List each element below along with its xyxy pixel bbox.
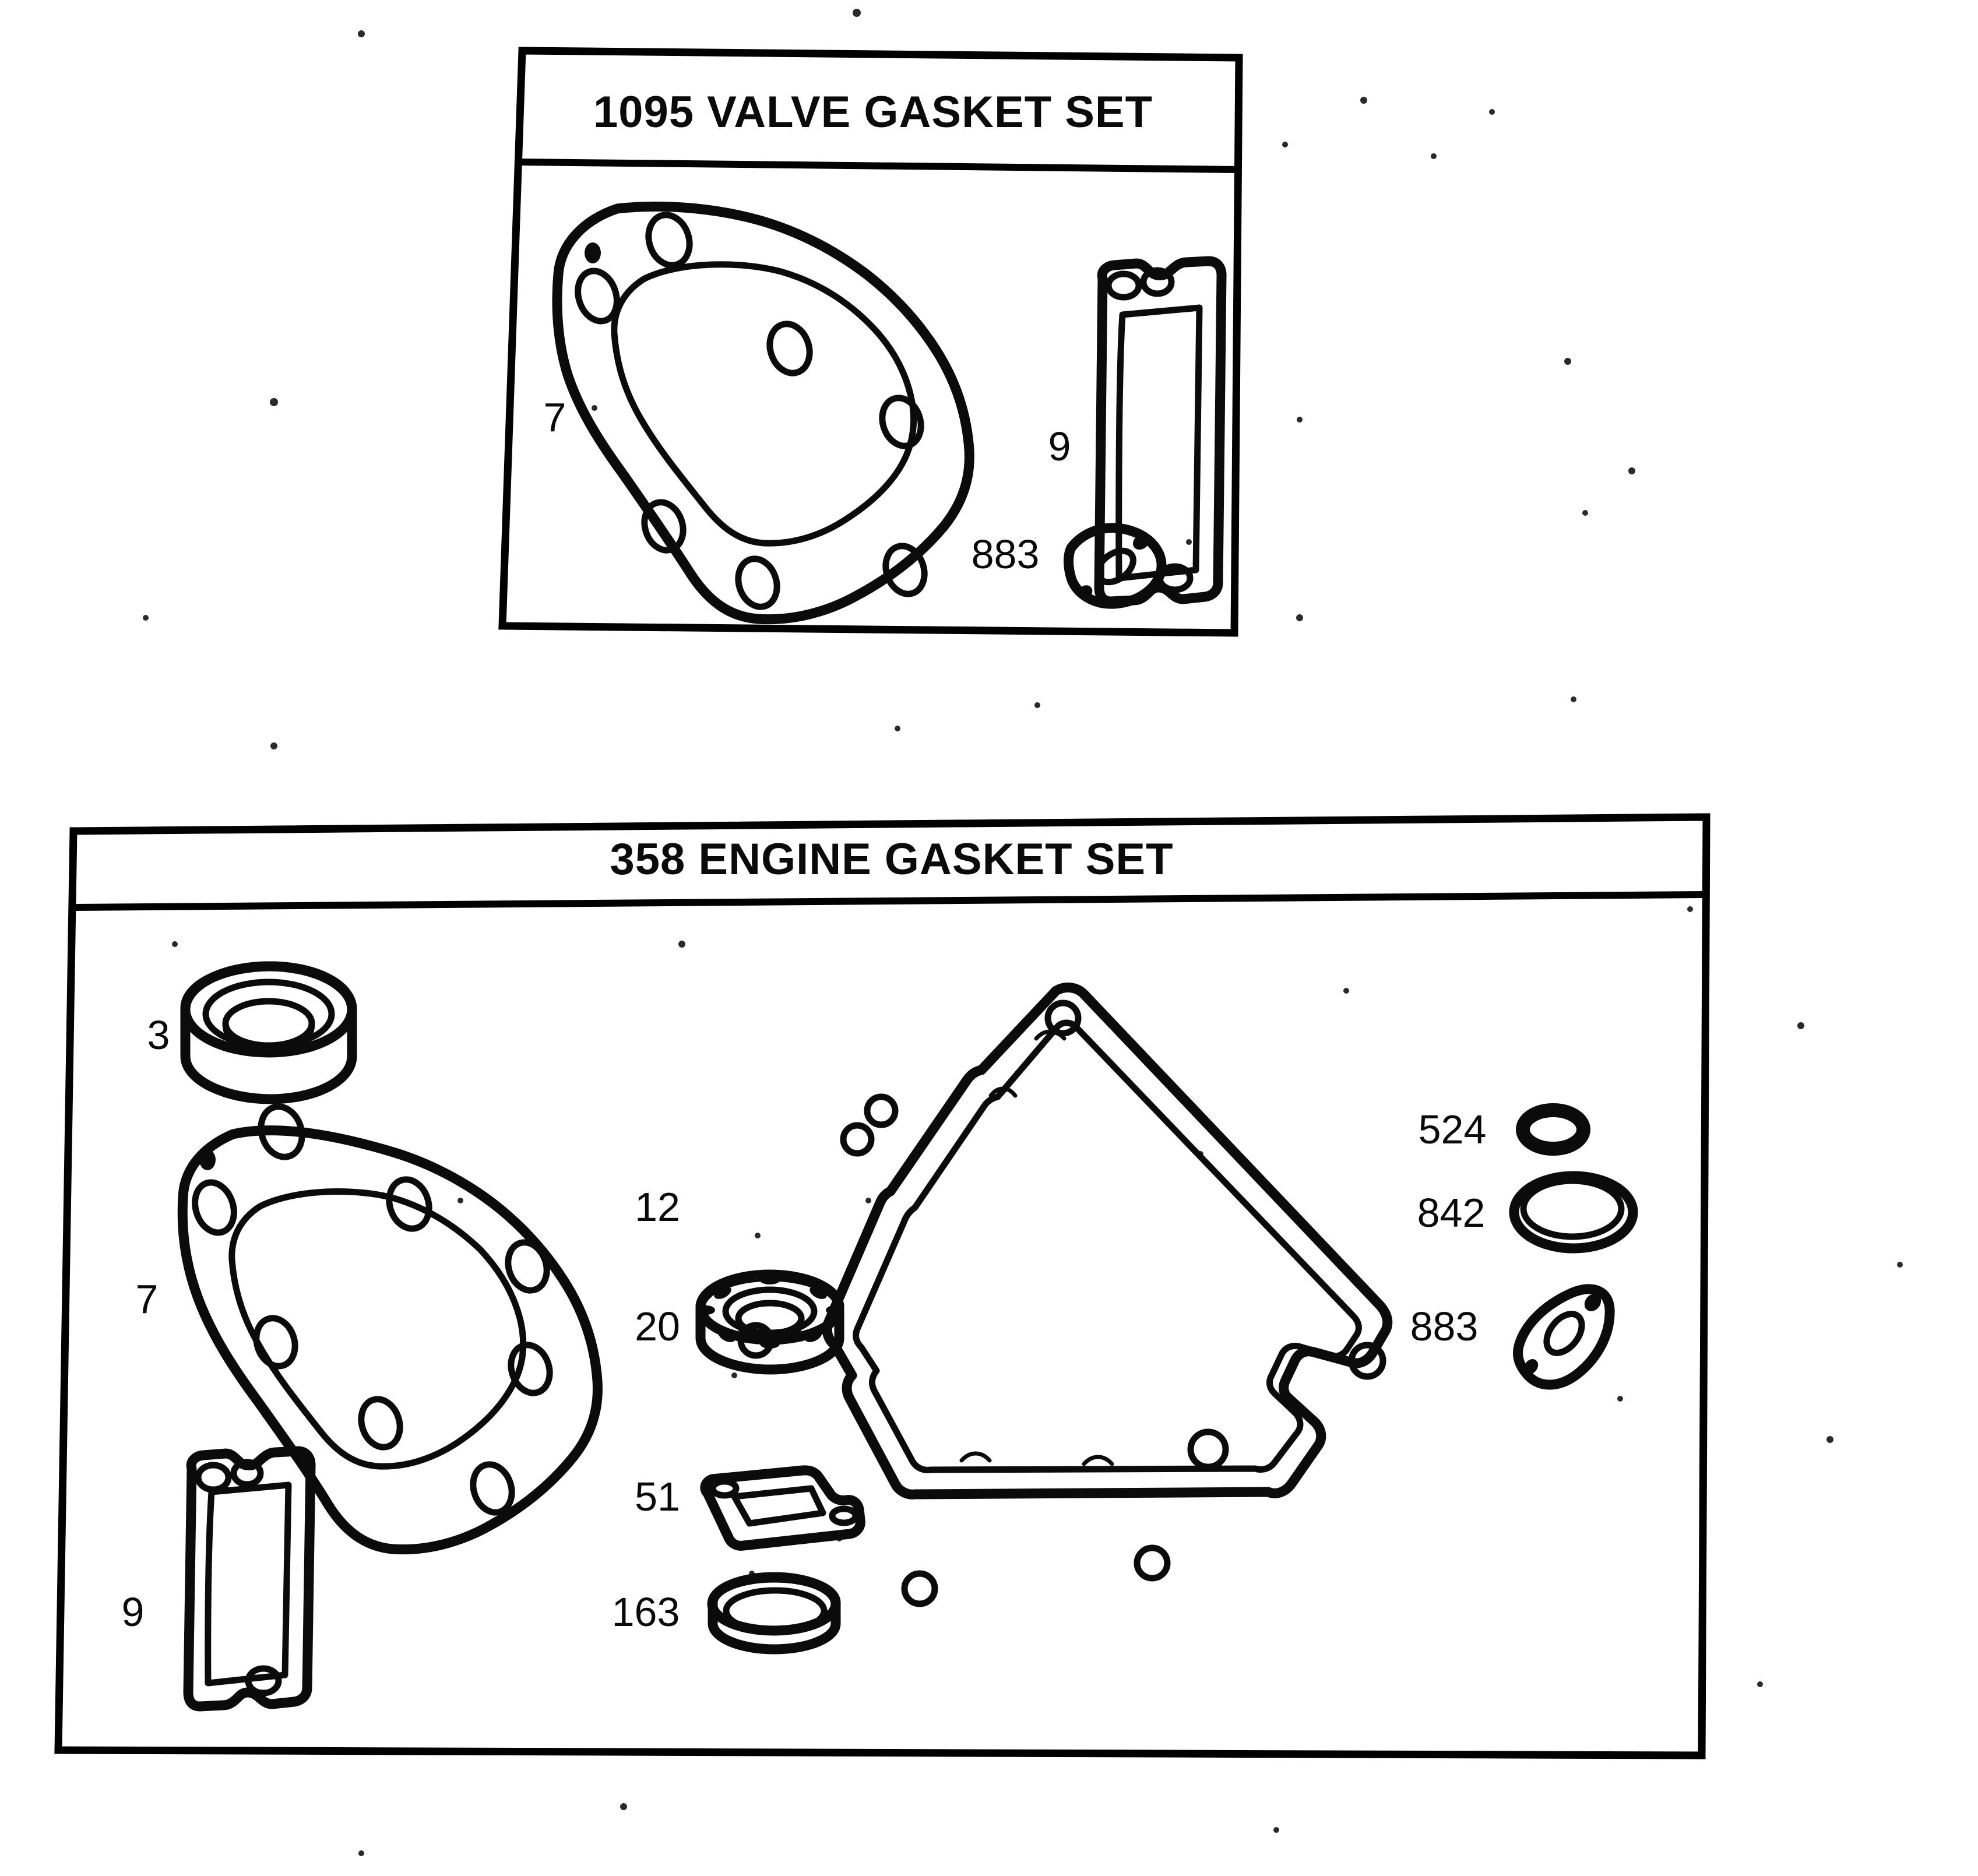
part-ball-bearing — [695, 1269, 844, 1375]
callout-7: 7 — [136, 1276, 159, 1322]
panel-title-divider — [518, 159, 1238, 173]
callout-3: 3 — [147, 1012, 170, 1058]
callout-883: 883 — [972, 532, 1040, 577]
part-o-ring-large — [1509, 1171, 1638, 1254]
panel-valve-gasket-set: 1095 VALVE GASKET SET 7 — [498, 47, 1243, 637]
bearing-balls — [698, 1275, 843, 1349]
gasket-bolt-holes — [575, 212, 928, 610]
callout-163: 163 — [612, 1589, 680, 1635]
part-sealing-ring — [707, 1572, 841, 1655]
callout-20: 20 — [635, 1304, 680, 1349]
part-carburetor-flange-gasket-lower — [1513, 1284, 1615, 1390]
panel-border — [498, 47, 1243, 637]
part-cylinder-head-gasket — [552, 201, 974, 625]
part-carburetor-flange-gasket-top — [1064, 523, 1167, 609]
callout-842: 842 — [1417, 1190, 1486, 1236]
callout-7: 7 — [544, 395, 566, 440]
panel-title-divider — [71, 891, 1706, 911]
gasket-bolt-holes — [192, 1103, 553, 1516]
part-intake-manifold-gasket — [700, 1465, 865, 1551]
callout-524: 524 — [1419, 1107, 1487, 1152]
part-cylinder-head-gasket-lower — [177, 1103, 603, 1555]
callout-9: 9 — [1048, 424, 1071, 469]
panel-title: 1095 VALVE GASKET SET — [593, 87, 1153, 137]
callout-12: 12 — [635, 1184, 680, 1230]
part-o-ring-small — [1516, 1103, 1590, 1156]
part-oil-seal — [180, 961, 357, 1104]
callout-883: 883 — [1410, 1304, 1479, 1349]
callout-9: 9 — [122, 1589, 145, 1635]
part-valve-cover-gasket-lower — [183, 1446, 316, 1712]
callout-51: 51 — [635, 1474, 680, 1519]
panel-engine-gasket-set: 358 ENGINE GASKET SET 3 — [54, 813, 1710, 1759]
panel-title: 358 ENGINE GASKET SET — [610, 835, 1173, 884]
panel-border — [54, 813, 1710, 1759]
